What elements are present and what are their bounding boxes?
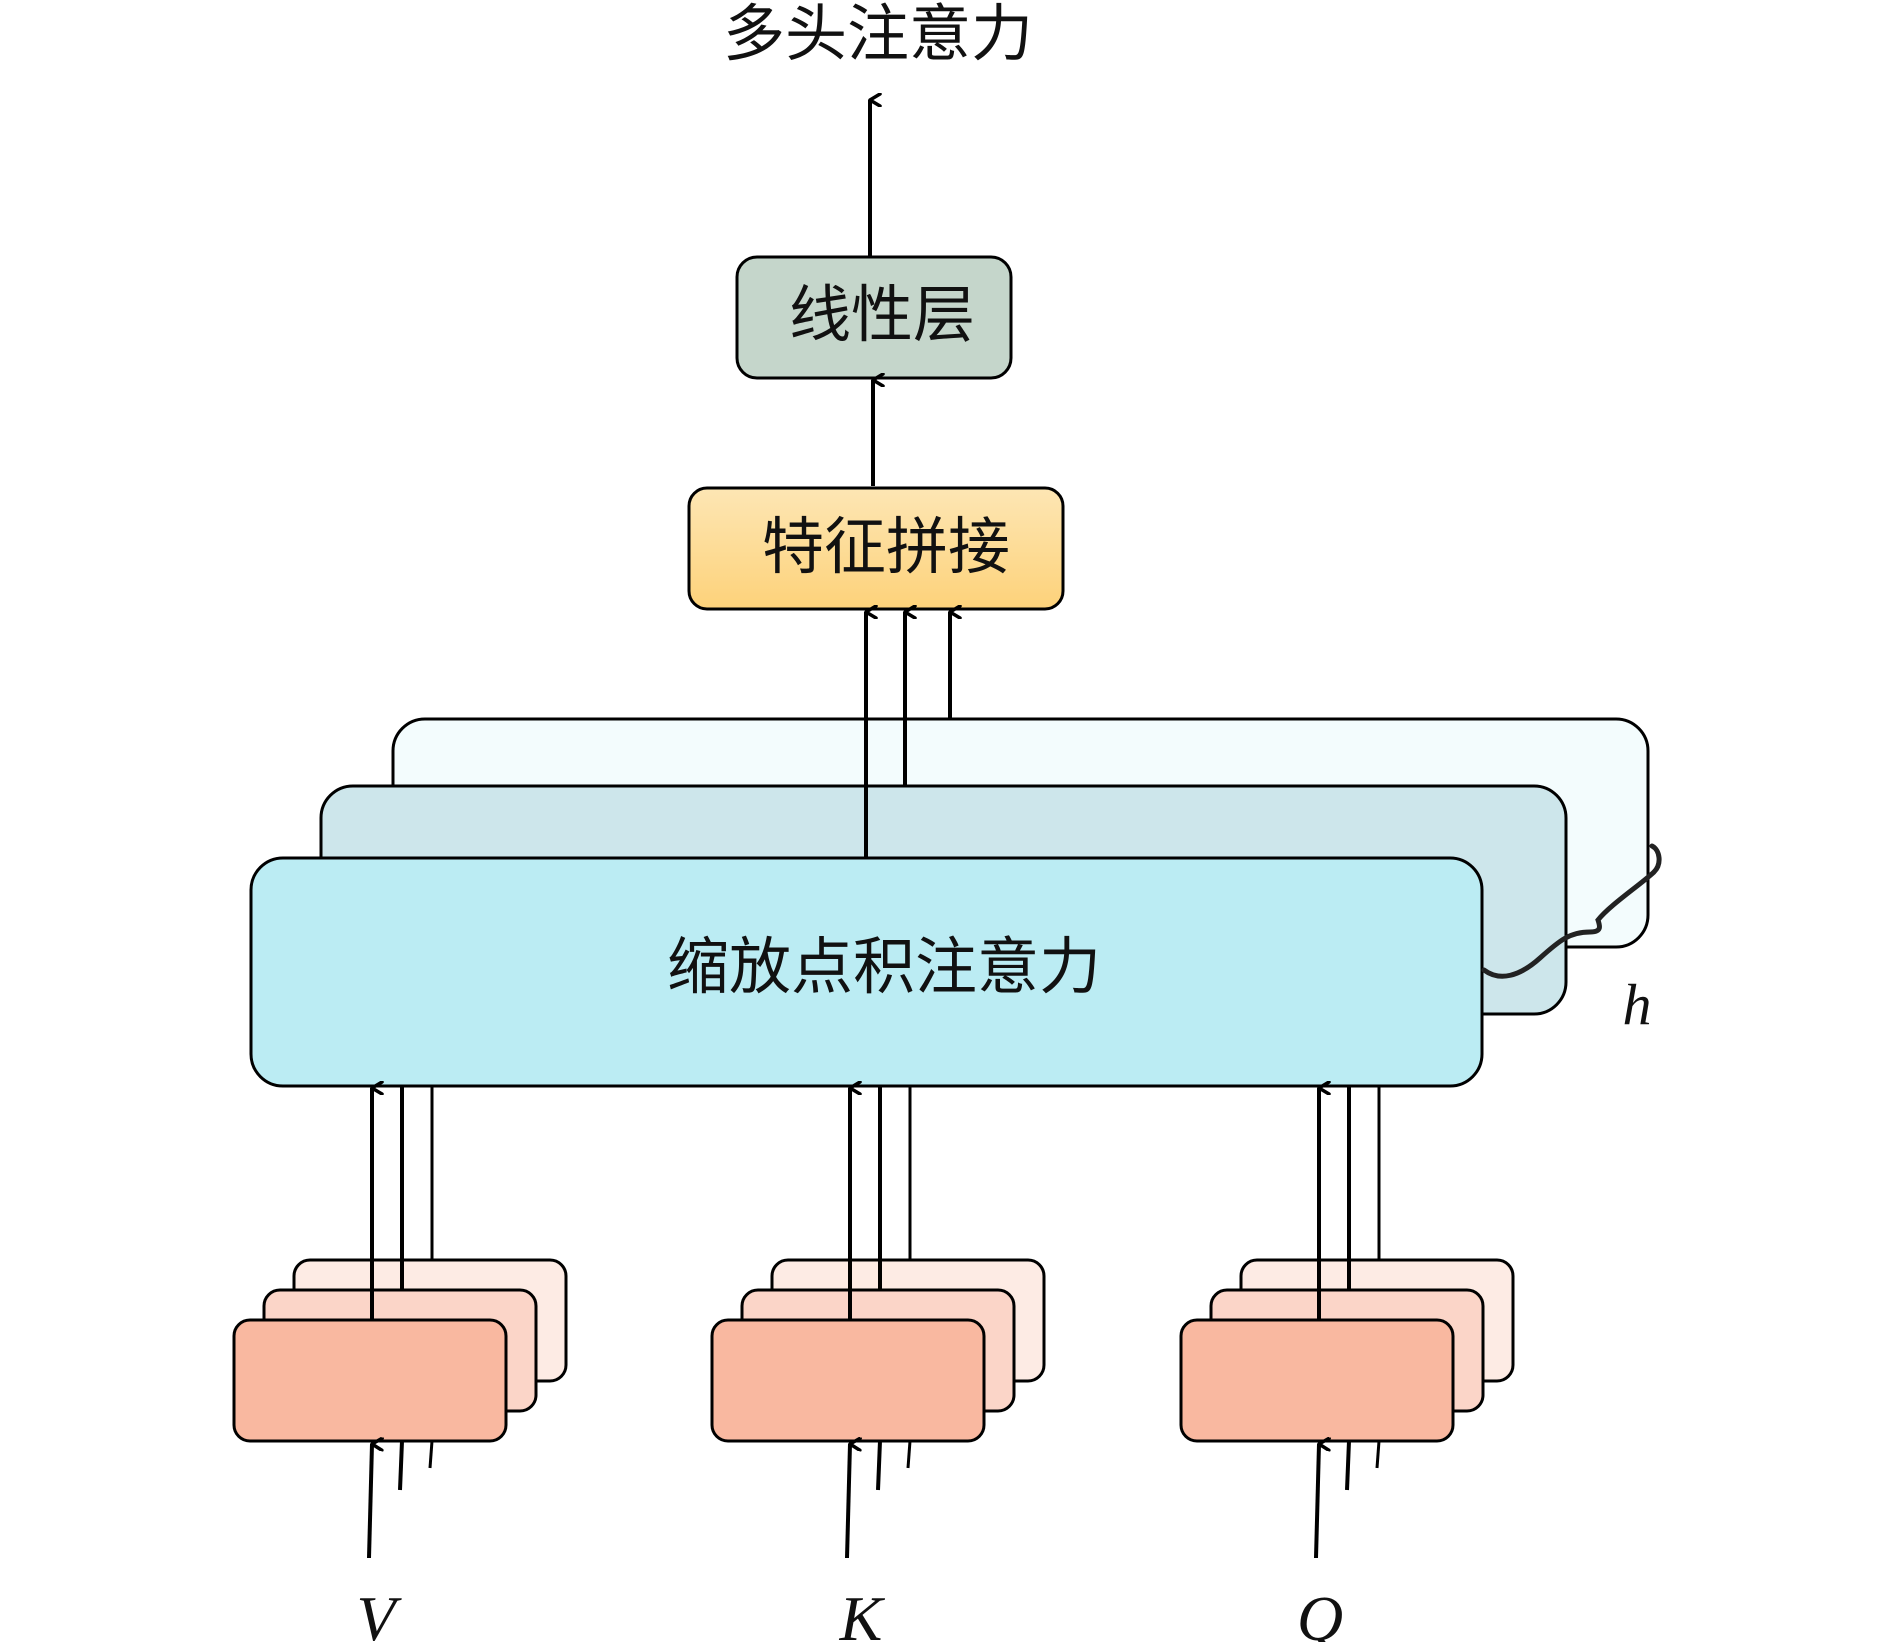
- input-label-q: Q: [1297, 1583, 1343, 1642]
- linear-layer-block: 线性层: [735, 255, 1013, 380]
- concat-label: 特征拼接: [762, 510, 1010, 583]
- input-arrow-v: [367, 1444, 372, 1559]
- heads-brace: [1481, 843, 1662, 979]
- input-arrow-q: [1314, 1444, 1319, 1559]
- input-line-k-3: [906, 1440, 912, 1469]
- input-arrow-k: [845, 1444, 850, 1559]
- attention-label: 缩放点积注意力: [667, 930, 1101, 1003]
- linear-layer-label: 线性层: [789, 278, 975, 351]
- input-group-v: V: [232, 1086, 568, 1642]
- projection-box-v-0: [232, 1318, 508, 1443]
- input-line-q-3: [1375, 1440, 1381, 1469]
- heads-count-label: h: [1623, 972, 1652, 1037]
- projection-box-k-0: [710, 1318, 986, 1443]
- input-group-k: K: [710, 1086, 1046, 1642]
- input-line-v-2: [398, 1440, 404, 1491]
- concat-block: 特征拼接: [687, 486, 1065, 611]
- projection-box-q-0: [1179, 1318, 1455, 1443]
- input-line-v-3: [428, 1440, 434, 1469]
- input-line-q-2: [1345, 1440, 1351, 1491]
- input-label-k: K: [839, 1583, 886, 1642]
- input-line-k-2: [876, 1440, 882, 1491]
- attention-heads-stack: 缩放点积注意力: [249, 612, 1650, 1088]
- diagram-title: 多头注意力: [723, 0, 1033, 70]
- input-label-v: V: [356, 1583, 402, 1642]
- input-group-q: Q: [1179, 1086, 1515, 1642]
